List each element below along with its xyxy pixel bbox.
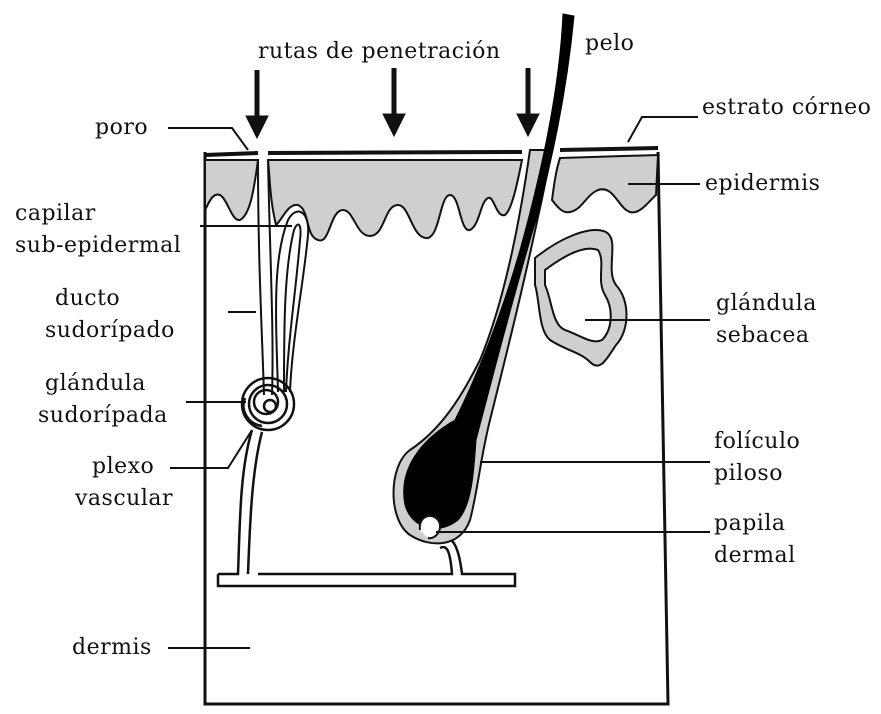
label-follicle-line1: folículo <box>714 429 800 454</box>
label-capillary-line1: capilar <box>15 201 96 226</box>
label-routes: rutas de penetración <box>258 39 501 64</box>
label-sweat-gland-line2: sudorípada <box>38 403 168 428</box>
label-capillary-line2: sub-epidermal <box>15 233 181 258</box>
label-plexus-line2: vascular <box>74 486 173 511</box>
label-sebaceous-line1: glándula <box>716 291 817 316</box>
label-papilla-line2: dermal <box>714 543 796 568</box>
label-sweat-duct-line1: ducto <box>55 286 120 311</box>
penetration-arrows <box>246 68 539 138</box>
label-follicle-line2: piloso <box>714 461 783 486</box>
label-pore: poro <box>95 115 148 140</box>
label-sweat-gland-line1: glándula <box>45 371 146 396</box>
label-dermis: dermis <box>72 635 152 660</box>
label-hair: pelo <box>585 31 634 56</box>
label-plexus-line1: plexo <box>92 454 154 479</box>
epidermis-middle <box>268 160 522 240</box>
label-sweat-duct-line2: sudorípado <box>45 318 175 343</box>
sweat-gland-coil <box>242 378 294 430</box>
stratum-corneum <box>205 148 658 155</box>
label-epidermis: epidermis <box>705 171 820 196</box>
epidermis-left <box>205 160 258 220</box>
label-papilla-line1: papila <box>714 511 785 536</box>
label-sebaceous-line2: sebacea <box>716 323 809 348</box>
label-stratum-corneum: estrato córneo <box>702 95 871 120</box>
capillary-loop <box>276 212 308 392</box>
